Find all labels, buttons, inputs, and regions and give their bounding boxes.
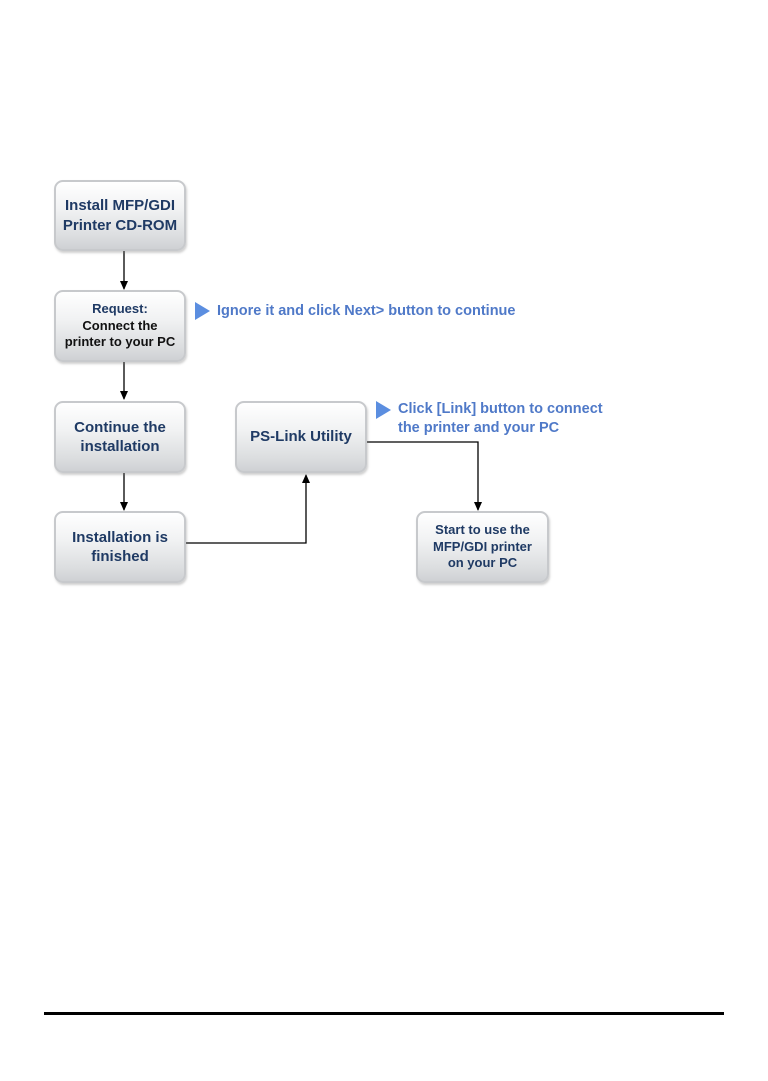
pslink-note-line1: Click [Link] button to connect: [398, 401, 603, 417]
request-connect-box: Request: Connect the printer to your PC: [54, 290, 186, 362]
ps-link-utility-box: PS-Link Utility: [235, 401, 367, 473]
pslink-note: Click [Link] button to connect the print…: [398, 400, 603, 438]
install-cdrom-box: Install MFP/GDI Printer CD-ROM: [54, 180, 186, 251]
installation-finished-box: Installation is finished: [54, 511, 186, 583]
install-box-line2: Printer CD-ROM: [62, 216, 178, 234]
start-box-line1: Start to use the: [435, 521, 530, 537]
finished-box-line2: finished: [91, 548, 149, 565]
finished-box-line1: Installation is: [72, 528, 168, 546]
pslink-box-label: PS-Link Utility: [250, 428, 352, 446]
start-using-printer-box: Start to use the MFP/GDI printer on your…: [416, 511, 549, 583]
arrow-finished-to-pslink: [186, 474, 310, 544]
play-triangle-icon: [376, 401, 391, 419]
request-box-line3: printer to your PC: [64, 334, 176, 350]
continue-box-line2: installation: [80, 438, 160, 455]
footer-rule: [44, 1012, 724, 1015]
request-box-heading: Request:: [92, 300, 148, 316]
continue-installation-box: Continue the installation: [54, 401, 186, 473]
request-box-line2: Connect the: [82, 317, 158, 333]
start-box-line2: MFP/GDI printer: [433, 538, 532, 554]
start-box-line3: on your PC: [447, 555, 518, 571]
request-note: Ignore it and click Next> button to cont…: [217, 302, 515, 321]
continue-box-line1: Continue the: [74, 418, 166, 436]
arrow-pslink-to-start: [366, 441, 482, 511]
play-triangle-icon: [195, 302, 210, 320]
pslink-note-line2: the printer and your PC: [398, 419, 560, 436]
request-note-text: Ignore it and click Next> button to cont…: [217, 303, 516, 319]
install-box-line1: Install MFP/GDI: [64, 197, 175, 214]
